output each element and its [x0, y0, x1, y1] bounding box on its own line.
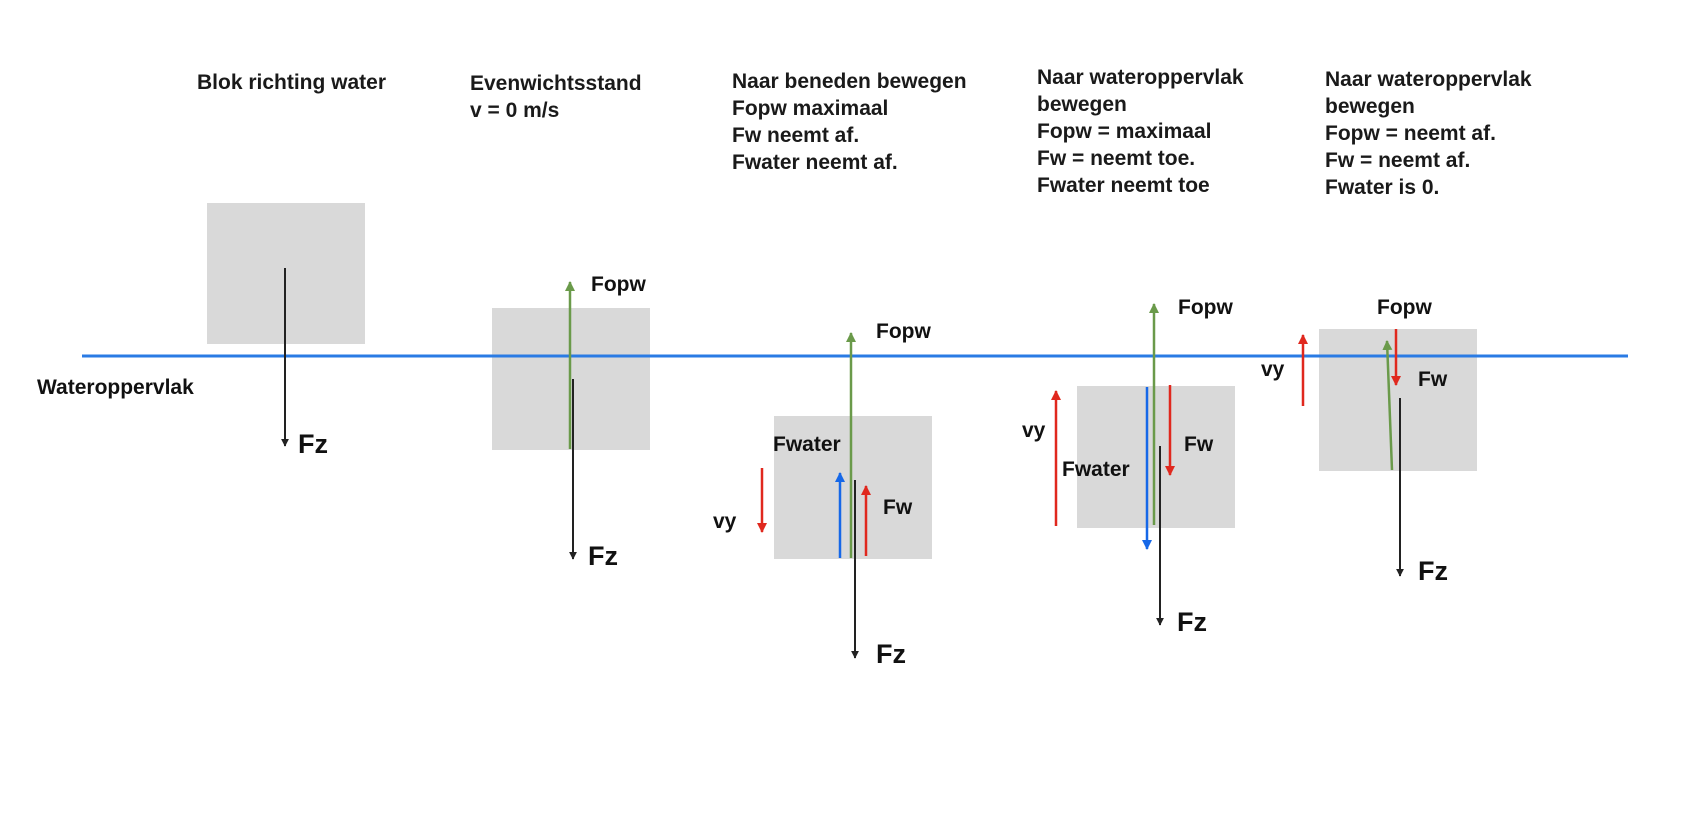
panel-5-fopw-label: Fopw	[1377, 296, 1432, 319]
panel-5-heading: Naar wateroppervlak bewegen Fopw = neemt…	[1325, 68, 1532, 199]
panel-3-heading: Naar beneden bewegen Fopw maximaal Fw ne…	[732, 70, 967, 174]
panel-1-heading: Blok richting water	[197, 71, 386, 94]
panel-1-heading-line-1: Blok richting water	[197, 71, 386, 94]
panel-3-heading-line-1: Naar beneden bewegen	[732, 70, 967, 93]
panel-2-heading-line-2: v = 0 m/s	[470, 99, 559, 122]
panel-4-vy-label: vy	[1022, 419, 1046, 442]
panel-5-heading-line-3: Fopw = neemt af.	[1325, 122, 1496, 145]
panel-5-heading-line-4: Fw = neemt af.	[1325, 149, 1470, 172]
panel-3-forces: Fopw Fwater Fw vy Fz	[713, 320, 931, 669]
panel-3-heading-line-4: Fwater neemt af.	[732, 151, 898, 174]
panel-1-fz-label: Fz	[298, 429, 328, 459]
panel-4-heading: Naar wateroppervlak bewegen Fopw = maxim…	[1037, 66, 1244, 197]
panel-4-heading-line-5: Fwater neemt toe	[1037, 174, 1210, 197]
panel-5-heading-line-1: Naar wateroppervlak	[1325, 68, 1532, 91]
panel-5-heading-line-5: Fwater is 0.	[1325, 176, 1439, 199]
panel-5-heading-line-2: bewegen	[1325, 95, 1415, 118]
panel-4-heading-line-2: bewegen	[1037, 93, 1127, 116]
block-panel-3	[774, 416, 932, 559]
panel-2-heading: Evenwichtsstand v = 0 m/s	[470, 72, 642, 122]
panel-3-fz-label: Fz	[876, 639, 906, 669]
panel-1-forces: Fz	[281, 268, 328, 459]
panel-2-forces: Fopw Fz	[565, 273, 646, 571]
panel-4-fw-label: Fw	[1184, 433, 1214, 456]
panel-2-fopw-label: Fopw	[591, 273, 646, 296]
panel-5-fopw-arrow	[1382, 340, 1394, 471]
panel-3-fopw-label: Fopw	[876, 320, 931, 343]
panel-5-vy-label: vy	[1261, 358, 1285, 381]
panel-4-forces: Fopw Fwater Fw vy Fz	[1022, 296, 1233, 637]
panel-3-heading-line-2: Fopw maximaal	[732, 97, 888, 120]
water-surface-label: Wateroppervlak	[37, 376, 194, 399]
panel-4-heading-line-1: Naar wateroppervlak	[1037, 66, 1244, 89]
panel-2-heading-line-1: Evenwichtsstand	[470, 72, 642, 95]
panel-2-fz-label: Fz	[588, 541, 618, 571]
panel-4-fopw-label: Fopw	[1178, 296, 1233, 319]
panel-3-vy-label: vy	[713, 510, 737, 533]
panel-4-fwater-label: Fwater	[1062, 458, 1130, 481]
panel-4-heading-line-3: Fopw = maximaal	[1037, 120, 1211, 143]
panel-5-forces: Fopw Fw vy Fz	[1261, 296, 1448, 586]
block-panel-4	[1077, 386, 1235, 528]
panel-3-fwater-label: Fwater	[773, 433, 841, 456]
block-panel-5	[1319, 329, 1477, 471]
panel-5-fz-label: Fz	[1418, 556, 1448, 586]
panel-3-heading-line-3: Fw neemt af.	[732, 124, 859, 147]
panel-4-heading-line-4: Fw = neemt toe.	[1037, 147, 1195, 170]
panel-5-fw-label: Fw	[1418, 368, 1448, 391]
panel-4-fz-label: Fz	[1177, 607, 1207, 637]
panel-3-fw-label: Fw	[883, 496, 913, 519]
